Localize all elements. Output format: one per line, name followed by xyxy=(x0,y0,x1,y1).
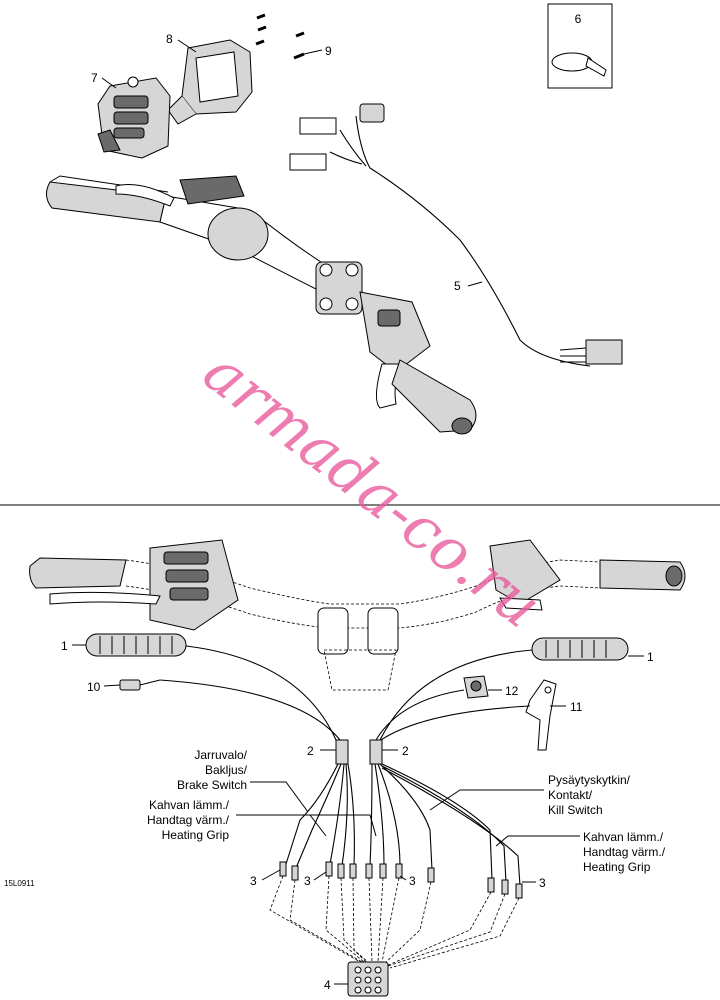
switch-block-part xyxy=(97,76,171,159)
callout-12: 12 xyxy=(505,684,519,698)
kill-switch-part xyxy=(463,675,489,699)
heat-left-line-3: Heating Grip xyxy=(162,828,230,842)
bottom-handlebar-assembly xyxy=(29,539,686,691)
callout-3-c: 3 xyxy=(409,874,416,888)
heat-left-line-2: Handtag värm./ xyxy=(147,813,230,827)
heating-grip-right-part xyxy=(531,637,629,661)
screws-part xyxy=(255,13,305,60)
terminals xyxy=(279,861,523,899)
kill-switch-label: Pysäytyskytkin/ Kontakt/ Kill Switch xyxy=(548,773,631,817)
heating-grip-left-label: Kahvan lämm./ Handtag värm./ Heating Gri… xyxy=(147,798,230,842)
callout-3-d: 3 xyxy=(539,876,546,890)
brake-label-line-1: Jarruvalo/ xyxy=(194,748,247,762)
heat-left-line-1: Kahvan lämm./ xyxy=(149,798,230,812)
brake-label-line-2: Bakljus/ xyxy=(205,763,248,777)
callout-8: 8 xyxy=(166,32,173,46)
callout-1-right: 1 xyxy=(647,650,654,664)
callout-2-left: 2 xyxy=(307,744,314,758)
callout-9: 9 xyxy=(325,44,332,58)
kill-label-line-3: Kill Switch xyxy=(548,803,603,817)
callout-1-left: 1 xyxy=(61,639,68,653)
callout-4: 4 xyxy=(324,978,331,992)
switch-housing-part xyxy=(167,39,253,125)
heat-right-line-1: Kahvan lämm./ xyxy=(583,830,664,844)
connector-dashed-lines xyxy=(269,875,520,969)
heat-right-line-3: Heating Grip xyxy=(583,860,651,874)
harness-wires xyxy=(159,645,533,887)
watermark: armada-co.ru xyxy=(191,336,555,642)
callout-6: 6 xyxy=(575,12,582,26)
wiring-harness-part xyxy=(289,103,623,367)
top-handlebar-assembly xyxy=(46,175,477,435)
brake-switch-label: Jarruvalo/ Bakljus/ Brake Switch xyxy=(177,748,248,792)
callout-7: 7 xyxy=(91,71,98,85)
callout-3-b: 3 xyxy=(304,874,311,888)
kill-label-line-2: Kontakt/ xyxy=(548,788,593,802)
callout-5: 5 xyxy=(454,279,461,293)
callout-3-a: 3 xyxy=(250,874,257,888)
brake-label-line-3: Brake Switch xyxy=(177,778,247,792)
diagram-code: 15L0911 xyxy=(4,879,35,888)
heat-right-line-2: Handtag värm./ xyxy=(583,845,666,859)
kill-label-line-1: Pysäytyskytkin/ xyxy=(548,773,631,787)
cable-tie-part xyxy=(547,3,613,89)
callout-2-right: 2 xyxy=(402,744,409,758)
brake-switch-part xyxy=(119,679,161,691)
callout-10: 10 xyxy=(87,680,101,694)
bracket-part xyxy=(525,679,557,751)
heating-grip-left-part xyxy=(85,633,187,657)
callout-11: 11 xyxy=(570,700,583,714)
heating-grip-right-label: Kahvan lämm./ Handtag värm./ Heating Gri… xyxy=(583,830,666,874)
connector-part xyxy=(347,961,389,997)
